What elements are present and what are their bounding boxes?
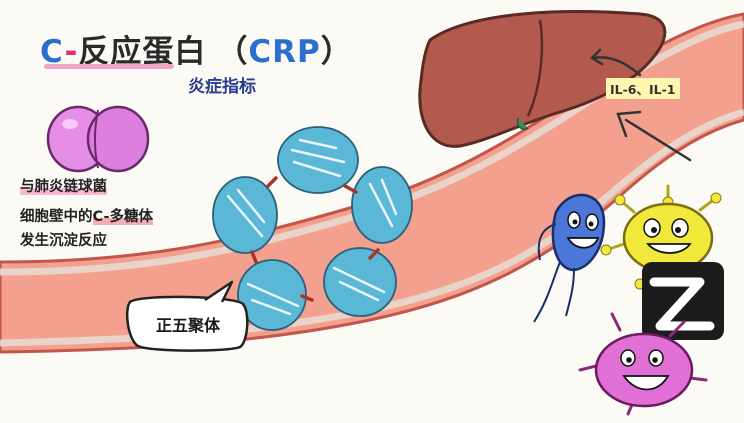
note-pneumococcus: 与肺炎链球菌 [20,179,107,195]
title-paren-open: （ [216,34,249,70]
blue-microbe [533,193,606,323]
crp-pentamer [212,126,413,331]
pentamer-label: 正五聚体 [155,316,220,335]
magenta-microbe [578,312,708,416]
note-line-2: 细胞壁中的C-多糖体 [20,206,153,228]
note-line-1: 与肺炎链球菌 [20,176,107,198]
liver [418,10,667,148]
note-line2-prefix: 细胞壁中的 [20,209,93,225]
watermark-logo [642,262,724,340]
title-abbr: CRP [248,34,321,70]
title-underline [44,64,174,69]
title-dash: - [64,34,79,70]
title-c: C [40,34,65,70]
title-paren-close: ） [320,34,353,70]
note-polysaccharide: C-多糖体 [92,209,153,225]
note-line3: 发生沉淀反应 [20,233,107,249]
subtitle: 炎症指标 [188,77,256,97]
pentamer-bubble [126,280,249,352]
pneumococcus [46,105,150,173]
arrows [589,48,692,162]
interleukin-label: IL-6、IL-1 [606,78,680,99]
note-line-3: 发生沉淀反应 [20,230,107,252]
